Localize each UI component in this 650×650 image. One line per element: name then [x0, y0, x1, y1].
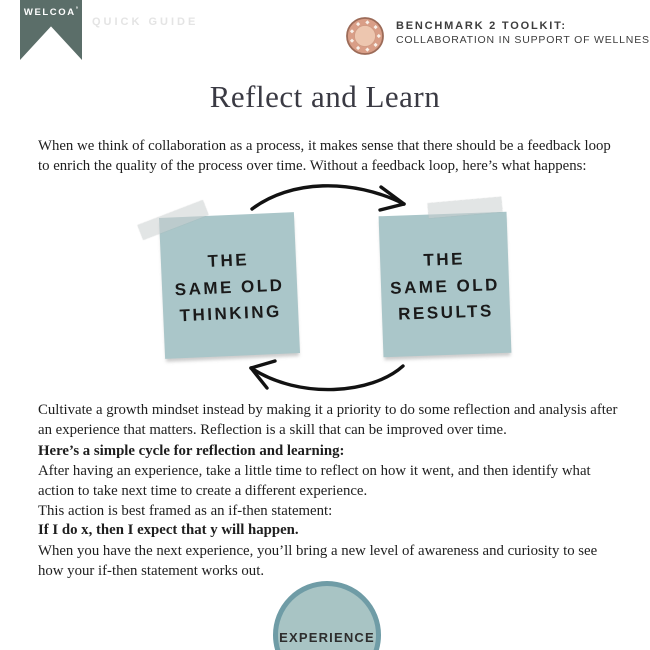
sticky-note-right-text: THE SAME OLD RESULTS: [379, 212, 511, 329]
note-line: THINKING: [179, 301, 283, 326]
sticky-note-left: THE SAME OLD THINKING: [158, 212, 301, 359]
after-experience-paragraph: After having an experience, take a littl…: [38, 463, 591, 499]
sticky-note-right: THE SAME OLD RESULTS: [378, 211, 512, 358]
toolkit-title: BENCHMARK 2 TOOLKIT:: [396, 20, 567, 32]
welcoa-logo-text: WELCOA°: [23, 7, 79, 18]
framed-paragraph: This action is best framed as an if-then…: [38, 503, 333, 519]
welcoa-logo: WELCOA°: [20, 0, 82, 60]
next-experience-paragraph: When you have the next experience, you’l…: [38, 543, 598, 579]
page-title: Reflect and Learn: [209, 79, 441, 114]
cycle-arrow-top-icon: [250, 184, 406, 212]
doc-type-label: QUICK GUIDE: [92, 16, 199, 28]
welcoa-logo-mark: °: [75, 7, 79, 13]
sticky-note-left-text: THE SAME OLD THINKING: [159, 212, 299, 330]
intro-paragraph: When we think of collaboration as a proc…: [38, 138, 611, 174]
experience-cycle-node: EXPERIENCE: [273, 581, 381, 650]
experience-label: EXPERIENCE: [279, 630, 375, 645]
cultivate-paragraph: Cultivate a growth mindset instead by ma…: [38, 402, 618, 438]
benchmark-medallion-icon: [346, 17, 384, 55]
toolkit-subtitle: COLLABORATION IN SUPPORT OF WELLNESS: [396, 34, 650, 46]
cycle-heading: Here’s a simple cycle for reflection and…: [38, 443, 345, 459]
if-then-statement: If I do x, then I expect that y will hap…: [38, 522, 299, 538]
cycle-arrow-bottom-icon: [249, 359, 405, 392]
note-line: RESULTS: [397, 301, 495, 324]
